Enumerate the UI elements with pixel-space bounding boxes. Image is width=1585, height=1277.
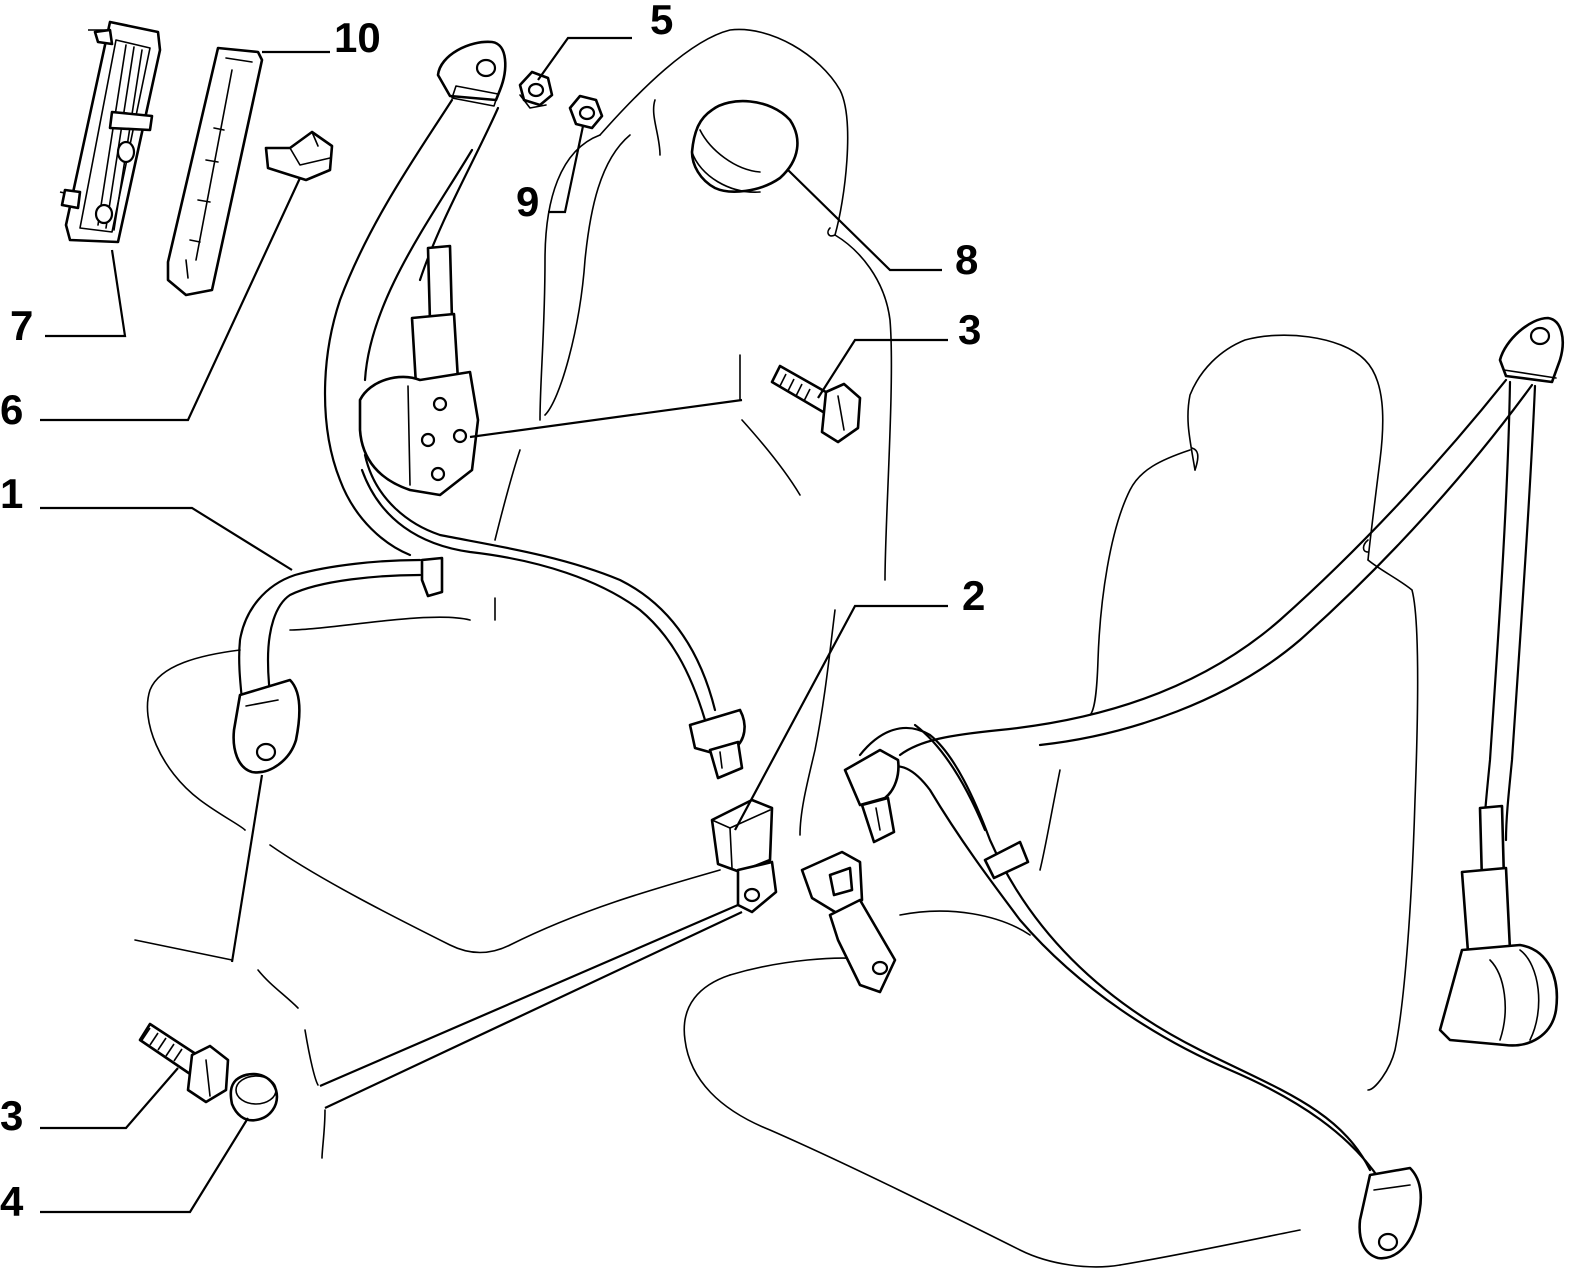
callout-3-upper: 3 bbox=[958, 306, 981, 353]
callout-5: 5 bbox=[650, 0, 673, 43]
callout-8: 8 bbox=[955, 236, 978, 283]
callout-7: 7 bbox=[10, 302, 33, 349]
callout-3-lower: 3 bbox=[0, 1092, 23, 1139]
bolt-part-lower bbox=[138, 1022, 230, 1104]
callout-1: 1 bbox=[0, 470, 23, 517]
callout-10: 10 bbox=[334, 14, 381, 61]
nut-part bbox=[568, 94, 604, 130]
clip-part bbox=[264, 130, 334, 182]
trim-cover-part bbox=[166, 46, 264, 297]
right-seat-belt-assembly bbox=[800, 316, 1564, 1260]
callout-9: 9 bbox=[516, 178, 539, 225]
cap-part bbox=[229, 1072, 279, 1122]
callout-2: 2 bbox=[962, 572, 985, 619]
leader-lines bbox=[40, 36, 948, 1214]
left-seat-outline bbox=[134, 28, 893, 1159]
callout-6: 6 bbox=[0, 386, 23, 433]
buckle-part bbox=[710, 798, 778, 914]
cap-cover-part bbox=[690, 99, 799, 193]
callout-labels: 1 2 3 3 4 5 6 7 8 9 10 bbox=[0, 0, 985, 1225]
callout-4: 4 bbox=[0, 1178, 24, 1225]
right-seat-outline bbox=[683, 334, 1419, 1268]
bolt-part-upper bbox=[770, 364, 862, 444]
left-seat-belt-assembly bbox=[232, 40, 746, 780]
flange-nut-part bbox=[518, 70, 554, 109]
height-adjuster-rail-part bbox=[59, 20, 162, 244]
